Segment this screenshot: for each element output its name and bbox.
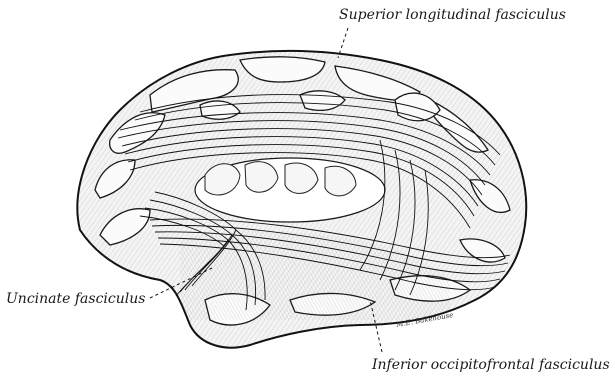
superior-longitudinal-fasciculus-label: Superior longitudinal fasciculus (339, 7, 566, 23)
gyri-pattern (60, 40, 540, 360)
inferior-occipitofrontal-fasciculus-label: Inferior occipitofrontal fasciculus (372, 357, 610, 373)
uncinate-fasciculus-label: Uncinate fasciculus (6, 291, 145, 307)
